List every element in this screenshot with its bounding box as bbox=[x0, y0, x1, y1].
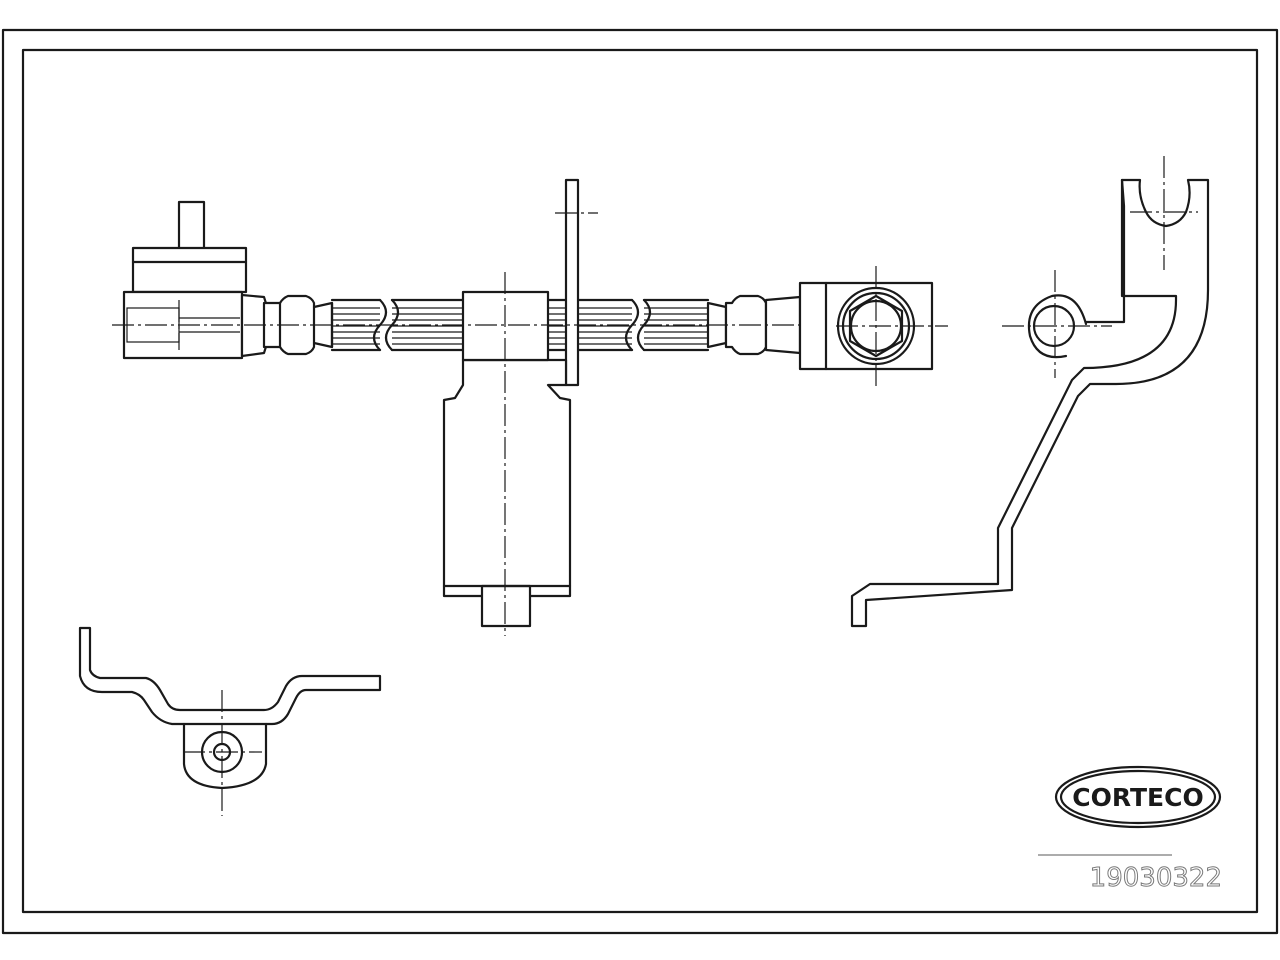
inner-border bbox=[21, 48, 1259, 914]
right-hex-fitting bbox=[798, 266, 948, 386]
right-mounting-bracket bbox=[850, 156, 1210, 628]
corteco-logo: CORTECO bbox=[1054, 765, 1222, 829]
middle-bracket bbox=[442, 178, 598, 636]
logo-brand-text: CORTECO bbox=[1072, 783, 1203, 812]
left-angled-fitting bbox=[122, 200, 271, 360]
lower-left-bracket bbox=[78, 626, 382, 816]
outer-border bbox=[1, 28, 1279, 935]
brake-hose-assembly bbox=[112, 178, 948, 636]
part-number: 19030322 bbox=[1090, 863, 1222, 893]
hose-body bbox=[330, 298, 710, 352]
